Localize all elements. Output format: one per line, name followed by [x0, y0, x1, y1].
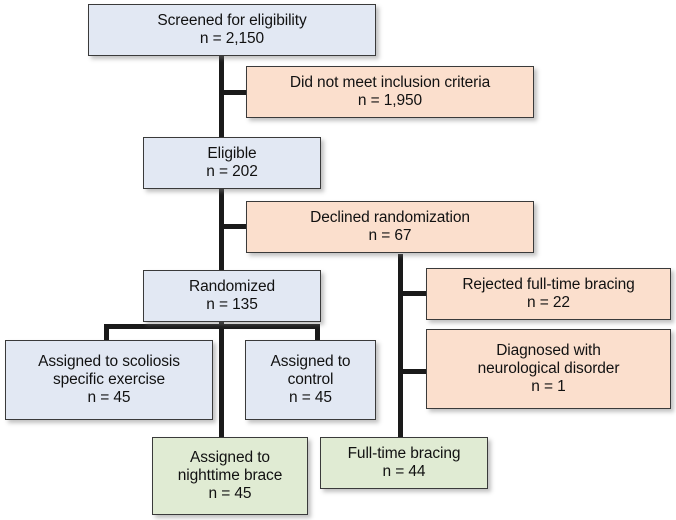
connector-screened-to-eligible	[219, 55, 224, 138]
connector-randomized-crossbar	[104, 324, 320, 329]
connector-to-rejected-fulltime	[398, 291, 428, 296]
connector-declined-down	[398, 254, 403, 438]
connector-to-control	[315, 324, 320, 341]
connector-to-nighttime-brace	[219, 324, 224, 438]
connector-to-declined	[219, 224, 248, 229]
connector-eligible-to-randomized	[219, 188, 224, 271]
connector-to-neuro-disorder	[398, 369, 428, 374]
connector-to-not-met-inclusion	[219, 90, 248, 95]
connector-to-scoliosis-exercise	[104, 324, 109, 341]
